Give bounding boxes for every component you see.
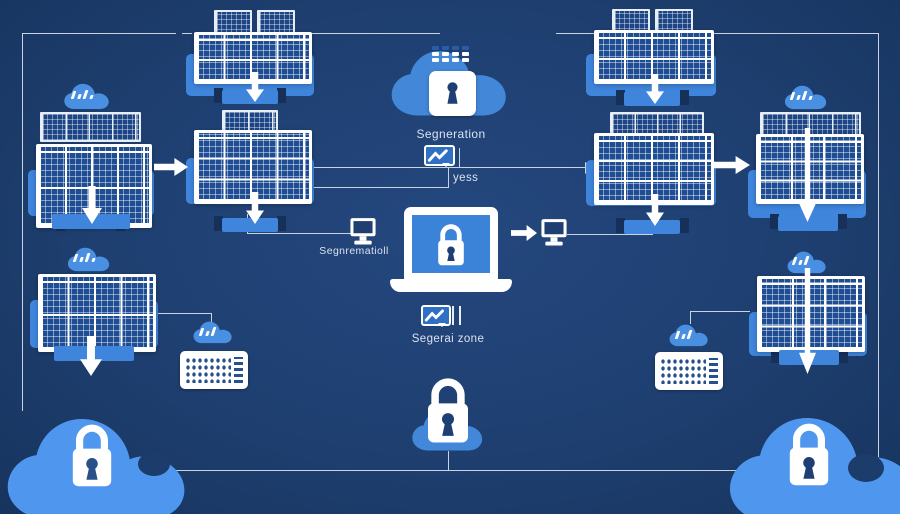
cloud-notch	[138, 452, 170, 476]
solar-mini-row	[760, 112, 861, 137]
connector	[448, 451, 449, 471]
connector	[690, 311, 691, 324]
solar-array	[594, 30, 714, 84]
panel-leg	[214, 216, 223, 231]
segmentation-label: Segneration	[416, 127, 486, 141]
panel-pedestal	[624, 220, 680, 234]
connector	[567, 234, 653, 235]
panel-pedestal	[222, 90, 278, 104]
border-bottom	[165, 470, 740, 471]
monitor-icon	[541, 218, 567, 247]
right-arrow-icon	[511, 225, 537, 241]
connector	[150, 313, 212, 314]
tick-bar	[459, 306, 461, 325]
keyboard-icon	[655, 352, 723, 390]
border-top-dash	[182, 33, 192, 34]
panel-leg	[680, 90, 689, 105]
connector	[459, 148, 460, 168]
tick-bar	[452, 306, 454, 325]
panel-leg	[277, 216, 286, 231]
panel-leg	[839, 348, 848, 363]
cloud-data-marks	[198, 327, 217, 336]
decision-line	[310, 187, 448, 188]
keyboard-icon	[180, 351, 248, 389]
keyhole-icon	[443, 78, 462, 108]
solar-array	[757, 276, 865, 352]
workstation-label: Segnrematioll	[319, 245, 389, 257]
decision-line	[304, 167, 586, 168]
panel-leg	[770, 214, 779, 229]
monitor-icon	[350, 217, 376, 246]
cloud-data-marks	[70, 90, 94, 99]
connector	[448, 167, 449, 188]
solar-mini-panel	[257, 10, 295, 37]
border-right	[878, 33, 879, 457]
border-top-mid	[306, 33, 440, 34]
solar-array	[594, 133, 714, 205]
solar-array	[38, 274, 156, 352]
server-dots-pattern	[432, 46, 469, 62]
panel-pedestal	[778, 216, 838, 231]
connector	[211, 313, 212, 323]
connector	[690, 311, 750, 312]
panel-leg	[214, 88, 223, 103]
border-top-right	[556, 33, 878, 34]
panel-leg	[771, 348, 780, 363]
solar-mini-row	[40, 112, 141, 142]
border-left	[22, 33, 23, 411]
panel-leg	[277, 88, 286, 103]
yes-label: yess	[453, 172, 479, 184]
cloud-notch	[848, 454, 884, 482]
right-arrow-icon	[154, 158, 188, 176]
panel-pedestal	[222, 218, 278, 232]
padlock-icon	[435, 221, 467, 268]
cloud-data-marks	[789, 91, 813, 100]
cloud-data-marks	[674, 330, 693, 339]
chart-badge-icon	[421, 305, 451, 327]
padlock-icon	[423, 371, 473, 449]
panel-leg	[680, 218, 689, 233]
padlock-icon	[785, 416, 833, 492]
border-top-left	[22, 33, 176, 34]
connector	[247, 233, 352, 234]
panel-leg	[616, 218, 625, 233]
cloud-data-marks	[791, 256, 810, 265]
chart-badge-icon	[424, 145, 455, 167]
separate-zone-label: Segerai zone	[411, 333, 485, 345]
laptop-base	[390, 279, 512, 292]
panel-leg	[838, 214, 847, 229]
cloud-data-marks	[72, 253, 96, 262]
padlock-icon	[68, 418, 116, 492]
panel-leg	[616, 90, 625, 105]
right-arrow-icon	[714, 156, 750, 174]
